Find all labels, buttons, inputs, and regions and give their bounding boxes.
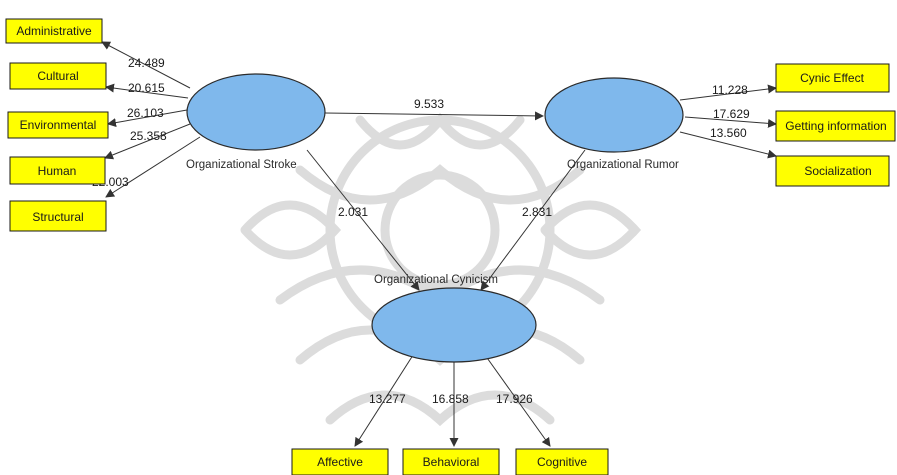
edge-stroke-administrative [101, 41, 191, 89]
indicator-label-environmental: Environmental [20, 118, 97, 132]
indicator-label-behavioral: Behavioral [423, 455, 480, 469]
indicator-label-human: Human [38, 164, 77, 178]
coef-stroke-rumor: 9.533 [414, 97, 444, 111]
latent-label-stroke: Organizational Stroke [186, 159, 297, 171]
indicator-human[interactable]: Human [9, 156, 106, 185]
coef-behavioral: 16.858 [432, 392, 469, 406]
indicator-label-socialization: Socialization [804, 164, 871, 178]
coef-cultural: 20.615 [128, 81, 165, 95]
indicator-getting-information[interactable]: Getting information [775, 110, 896, 142]
latent-organizational-rumor[interactable] [544, 77, 684, 153]
indicator-cultural[interactable]: Cultural [9, 62, 107, 90]
edge-rumor-cynic-effect [679, 84, 777, 101]
indicator-label-structural: Structural [32, 210, 83, 224]
coef-getting-information: 17.629 [713, 107, 750, 121]
coef-socialization: 13.560 [710, 126, 747, 140]
edge-rumor-socialization [679, 131, 777, 159]
indicator-behavioral[interactable]: Behavioral [402, 448, 500, 475]
edge-rumor-cynicism [480, 149, 586, 291]
coef-stroke-cynicism: 2.031 [338, 205, 368, 219]
edge-stroke-human [104, 123, 191, 160]
edge-rumor-getting-information [684, 116, 777, 128]
edge-stroke-cultural [105, 83, 189, 99]
indicator-label-cultural: Cultural [37, 69, 78, 83]
indicator-cynic-effect[interactable]: Cynic Effect [775, 63, 890, 93]
indicator-structural[interactable]: Structural [9, 200, 107, 232]
indicator-administrative[interactable]: Administrative [5, 18, 103, 44]
edge-stroke-environmental [107, 109, 188, 128]
coef-affective: 13.277 [369, 392, 406, 406]
latent-label-rumor: Organizational Rumor [567, 159, 679, 171]
edge-cynicism-cognitive [484, 354, 551, 447]
coef-cynic-effect: 11.228 [712, 83, 748, 97]
latent-organizational-cynicism[interactable] [371, 287, 537, 363]
edge-stroke-structural [105, 136, 201, 198]
coef-administrative: 24.489 [128, 56, 165, 70]
latent-organizational-stroke[interactable] [186, 73, 326, 151]
indicator-label-getting-information: Getting information [785, 119, 886, 133]
indicator-label-administrative: Administrative [16, 24, 92, 38]
coef-environmental: 26.103 [127, 106, 164, 120]
edge-stroke-rumor [324, 111, 544, 121]
indicator-affective[interactable]: Affective [291, 448, 389, 475]
edge-cynicism-affective [354, 351, 416, 447]
indicator-label-cynic-effect: Cynic Effect [800, 71, 864, 85]
coef-cognitive: 17.926 [496, 392, 533, 406]
latent-label-cynicism: Organizational Cynicism [374, 274, 498, 286]
coef-human: 25.358 [130, 129, 167, 143]
indicator-socialization[interactable]: Socialization [775, 155, 890, 187]
edge-stroke-cynicism [306, 149, 420, 291]
indicator-cognitive[interactable]: Cognitive [515, 448, 609, 475]
indicator-label-affective: Affective [317, 455, 363, 469]
indicator-environmental[interactable]: Environmental [7, 111, 109, 139]
indicator-label-cognitive: Cognitive [537, 455, 587, 469]
coef-rumor-cynicism: 2.831 [522, 205, 552, 219]
